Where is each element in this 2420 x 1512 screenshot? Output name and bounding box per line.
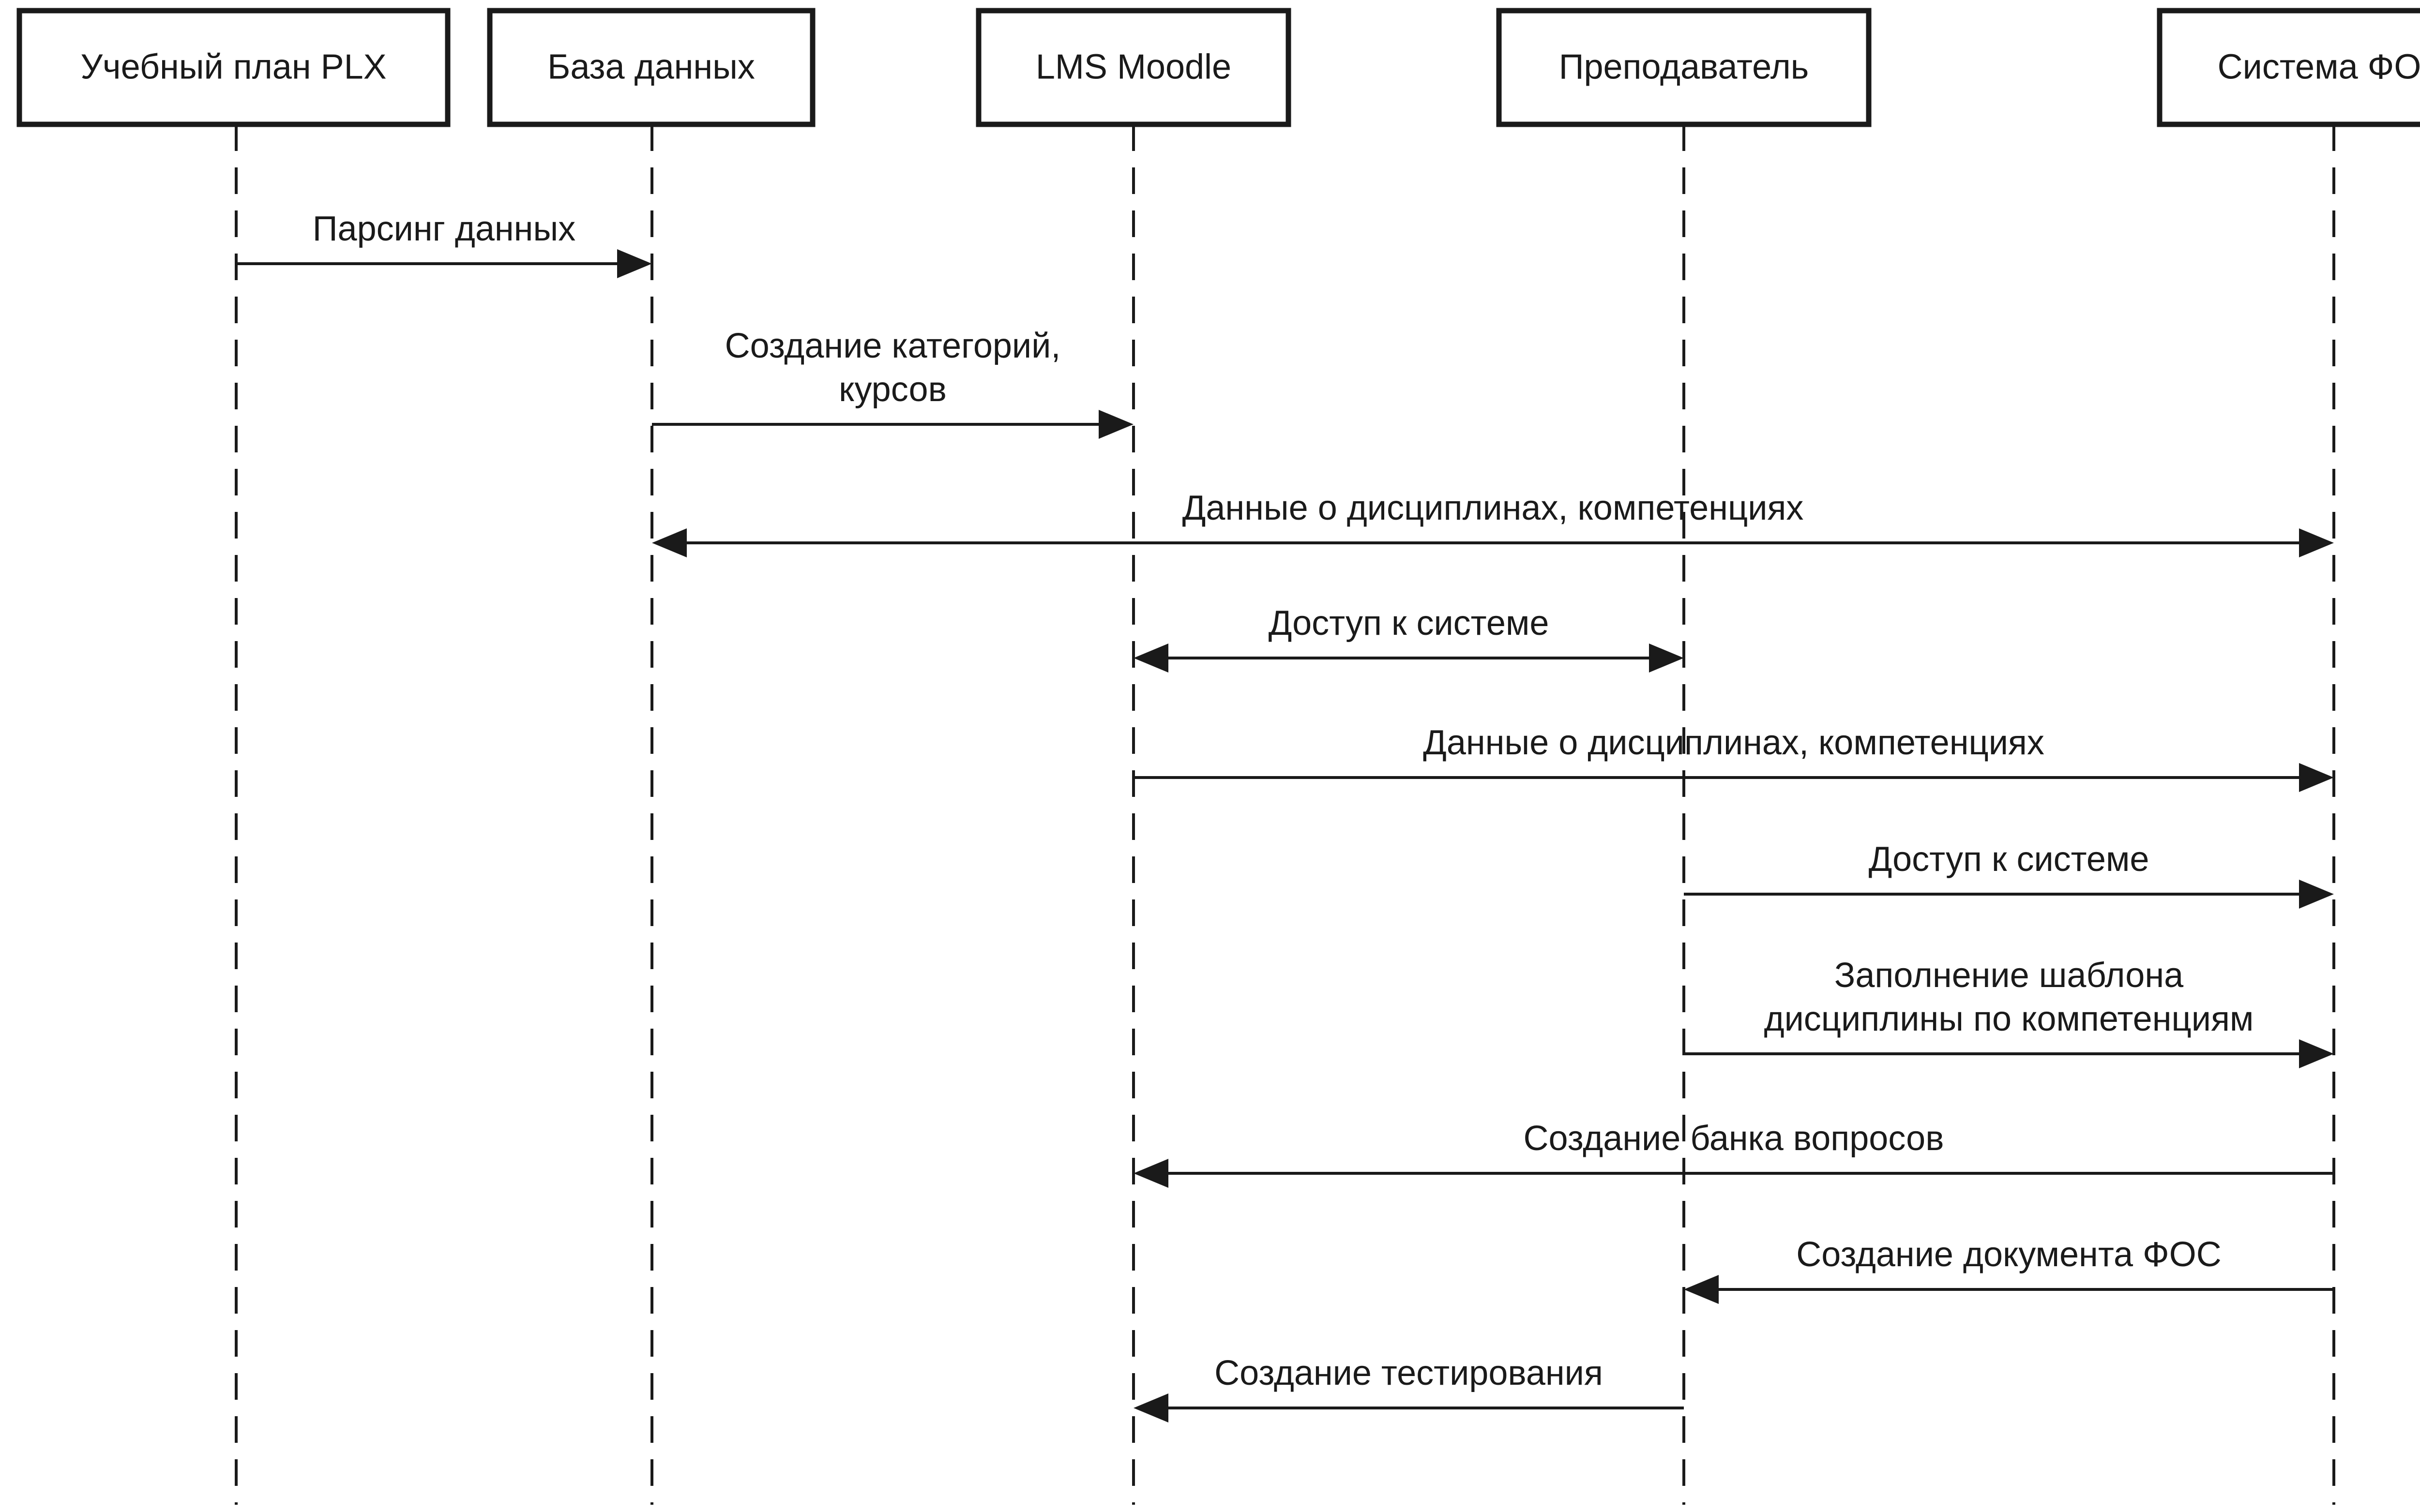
message-4: Доступ к системе	[1134, 604, 1684, 673]
message-7: Заполнение шаблона дисциплины по компетен…	[1684, 956, 2334, 1068]
message-3: Данные о дисциплинах, компетенциях	[652, 489, 2334, 557]
arrowhead-icon	[1684, 1275, 1719, 1304]
participant-fos: Система ФОС	[2157, 8, 2420, 127]
participant-label: LMS Moodle	[1036, 48, 1231, 87]
participant-teacher: Преподаватель	[1496, 8, 1872, 127]
lifelines	[235, 124, 2335, 1505]
message-1: Парсинг данных	[236, 210, 652, 278]
message-label: Данные о дисциплинах, компетенциях	[1182, 489, 1804, 527]
message-10: Создание тестирования	[1134, 1354, 1684, 1422]
message-label: Доступ к системе	[1269, 604, 1549, 643]
arrowhead-icon	[1134, 644, 1168, 673]
message-label: курсов	[839, 370, 947, 409]
arrowhead-icon	[1649, 644, 1684, 673]
arrowhead-icon	[1134, 1393, 1168, 1422]
message-label: Создание тестирования	[1214, 1354, 1603, 1392]
arrowhead-icon	[2299, 1039, 2334, 1068]
participants: Учебный план PLX База данных LMS Moodle Пре…	[16, 8, 2420, 127]
arrowhead-icon	[652, 528, 687, 557]
participant-box	[487, 8, 816, 127]
message-2: Создание категорий, курсов	[652, 327, 1134, 439]
message-label: Создание категорий,	[725, 327, 1061, 365]
message-label: Парсинг данных	[313, 210, 575, 248]
arrowhead-icon	[2299, 528, 2334, 557]
message-label: дисциплины по компетенциям	[1764, 1000, 2254, 1038]
participant-plan: Учебный план PLX	[16, 8, 451, 127]
participant-box	[1496, 8, 1872, 127]
message-label: Доступ к системе	[1869, 840, 2149, 879]
arrowhead-icon	[1134, 1159, 1168, 1188]
participant-box	[976, 8, 1291, 127]
participant-label: Преподаватель	[1559, 48, 1809, 87]
message-6: Доступ к системе	[1684, 840, 2334, 909]
participant-label: Учебный план PLX	[80, 48, 386, 87]
message-8: Создание банка вопросов	[1134, 1119, 2334, 1188]
participant-label: База данных	[547, 48, 755, 87]
message-5: Данные о дисциплинах, компетенциях	[1134, 723, 2334, 792]
participant-box	[2157, 8, 2420, 127]
message-label: Создание документа ФОС	[1796, 1235, 2222, 1274]
message-label: Заполнение шаблона	[1834, 956, 2184, 995]
arrowhead-icon	[2299, 880, 2334, 909]
message-9: Создание документа ФОС	[1684, 1235, 2334, 1304]
message-label: Данные о дисциплинах, компетенциях	[1423, 723, 2044, 762]
participant-box	[16, 8, 451, 127]
arrowhead-icon	[617, 249, 652, 278]
arrowhead-icon	[1099, 410, 1134, 439]
message-label: Создание банка вопросов	[1524, 1119, 1944, 1158]
participant-label: Система ФОС	[2218, 48, 2420, 87]
participant-db: База данных	[487, 8, 816, 127]
participant-lms: LMS Moodle	[976, 8, 1291, 127]
arrowhead-icon	[2299, 763, 2334, 792]
